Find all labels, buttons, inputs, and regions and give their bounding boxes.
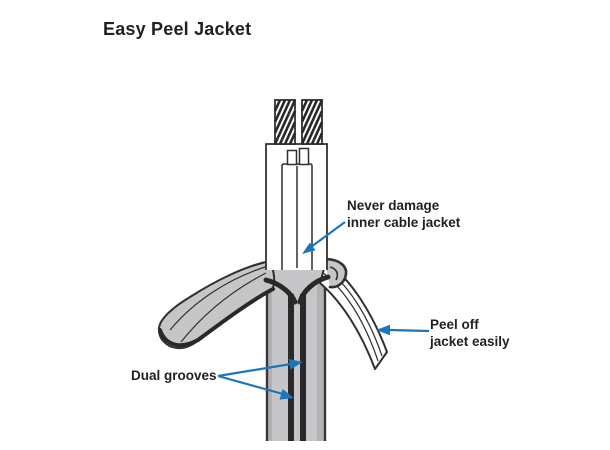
never-damage-arrow (302, 221, 346, 254)
groove-right (300, 294, 306, 441)
peel-split-edges (263, 274, 331, 305)
inner-insulation-stub-left (286, 149, 298, 166)
label-dual-grooves: Dual grooves (131, 368, 217, 385)
peeled-jacket-strip-left (157, 260, 276, 350)
inner-insulation-stub-right (298, 147, 310, 166)
stranded-conductor-right (300, 99, 324, 145)
inner-cable-jackets (265, 143, 328, 270)
label-never-damage: Never damage inner cable jacket (347, 198, 460, 231)
outer-jacket-body (265, 268, 327, 441)
dual-grooves-arrow-upper (217, 359, 303, 378)
label-dual-grooves-text: Dual grooves (131, 368, 217, 383)
label-never-damage-line2: inner cable jacket (347, 214, 461, 230)
label-peel-off-line1: Peel off (430, 317, 479, 332)
label-peel-off: Peel off jacket easily (430, 317, 510, 350)
label-peel-off-line2: jacket easily (430, 333, 510, 349)
dual-grooves-arrow-lower (217, 374, 294, 400)
page-title: Easy Peel Jacket (103, 19, 252, 39)
peel-off-arrow (376, 324, 430, 336)
label-never-damage-line1: Never damage (347, 198, 440, 213)
stranded-conductor-left (273, 99, 297, 145)
peel-collar-right-lip (325, 257, 348, 289)
